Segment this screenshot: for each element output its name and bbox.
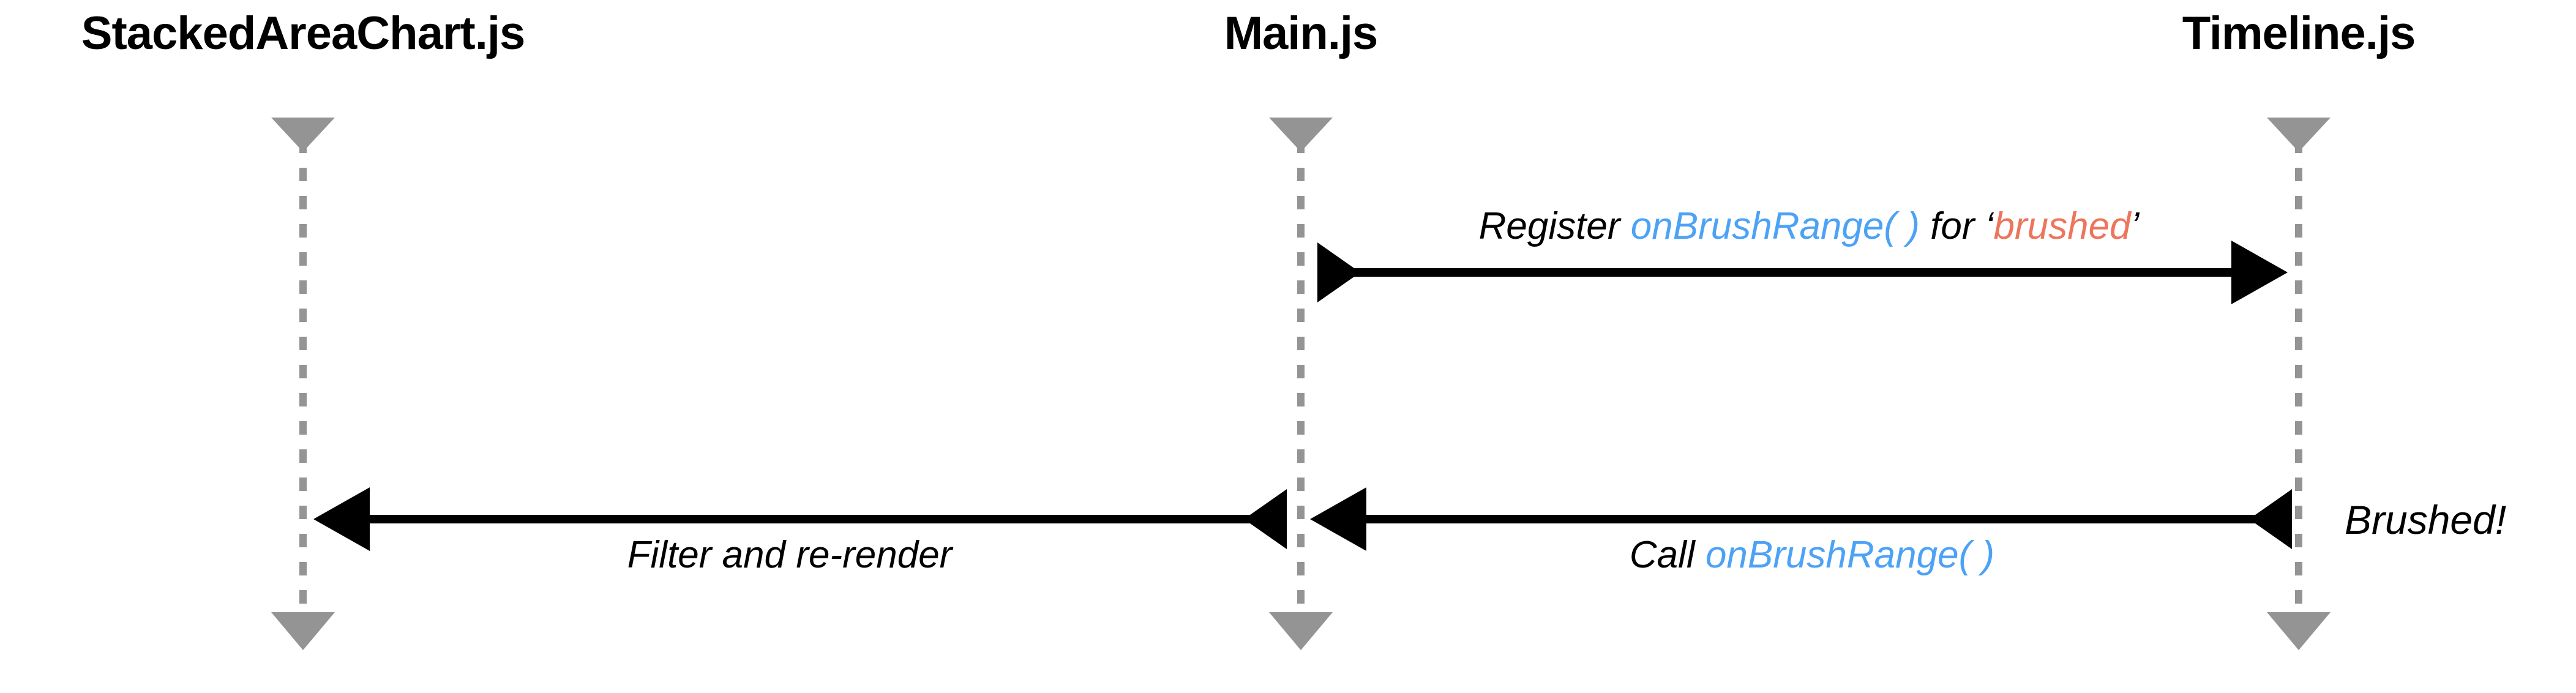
message-register-label-seg-4: brushed (1994, 205, 2133, 247)
message-register-arrowhead-icon (2231, 241, 2288, 304)
message-call-onbrushrange-label: Call onBrushRange( ) (1630, 534, 1994, 576)
participant-label-main: Main.js (1224, 7, 1378, 59)
message-call-onbrushrange-label-seg-0: Call (1630, 534, 1705, 576)
lifeline-stackedareachart-top-arrow-icon (271, 118, 335, 152)
participant-label-timeline: Timeline.js (2182, 7, 2415, 59)
message-call-onbrushrange-arrowhead-icon (1310, 487, 1366, 551)
lifeline-main (1269, 118, 1333, 650)
message-register-label-seg-1: onBrushRange( ) (1631, 205, 1920, 247)
note-brushed: Brushed! (2345, 497, 2506, 542)
message-register-tail-icon (1317, 242, 1360, 302)
message-filter-rerender-tail-icon (1244, 489, 1287, 549)
message-filter-rerender-label: Filter and re-render (627, 534, 954, 576)
lifeline-main-top-arrow-icon (1269, 118, 1333, 152)
lifeline-stackedareachart-bottom-arrow-icon (271, 612, 335, 650)
message-register-label-seg-3: ‘ (1985, 205, 1994, 247)
message-register: Register onBrushRange( ) for ‘brushed’ (1317, 205, 2288, 304)
lifeline-stackedareachart (271, 118, 335, 650)
lifeline-main-bottom-arrow-icon (1269, 612, 1333, 650)
participant-label-stackedareachart: StackedAreaChart.js (81, 7, 525, 59)
message-call-onbrushrange-tail-icon (2249, 489, 2292, 549)
message-register-label-seg-2: for (1920, 205, 1985, 247)
lifeline-timeline-bottom-arrow-icon (2267, 612, 2331, 650)
message-filter-rerender-label-seg-0: Filter and re-render (627, 534, 954, 576)
message-call-onbrushrange-label-seg-1: onBrushRange( ) (1705, 534, 1994, 576)
lifeline-timeline-top-arrow-icon (2267, 118, 2331, 152)
lifeline-timeline (2267, 118, 2331, 650)
message-filter-rerender: Filter and re-render (313, 487, 1287, 576)
message-call-onbrushrange: Call onBrushRange( ) (1310, 487, 2292, 576)
message-register-label: Register onBrushRange( ) for ‘brushed’ (1479, 205, 2140, 247)
message-filter-rerender-arrowhead-icon (313, 487, 370, 551)
message-register-label-seg-0: Register (1479, 205, 1631, 247)
message-register-label-seg-5: ’ (2131, 205, 2140, 247)
